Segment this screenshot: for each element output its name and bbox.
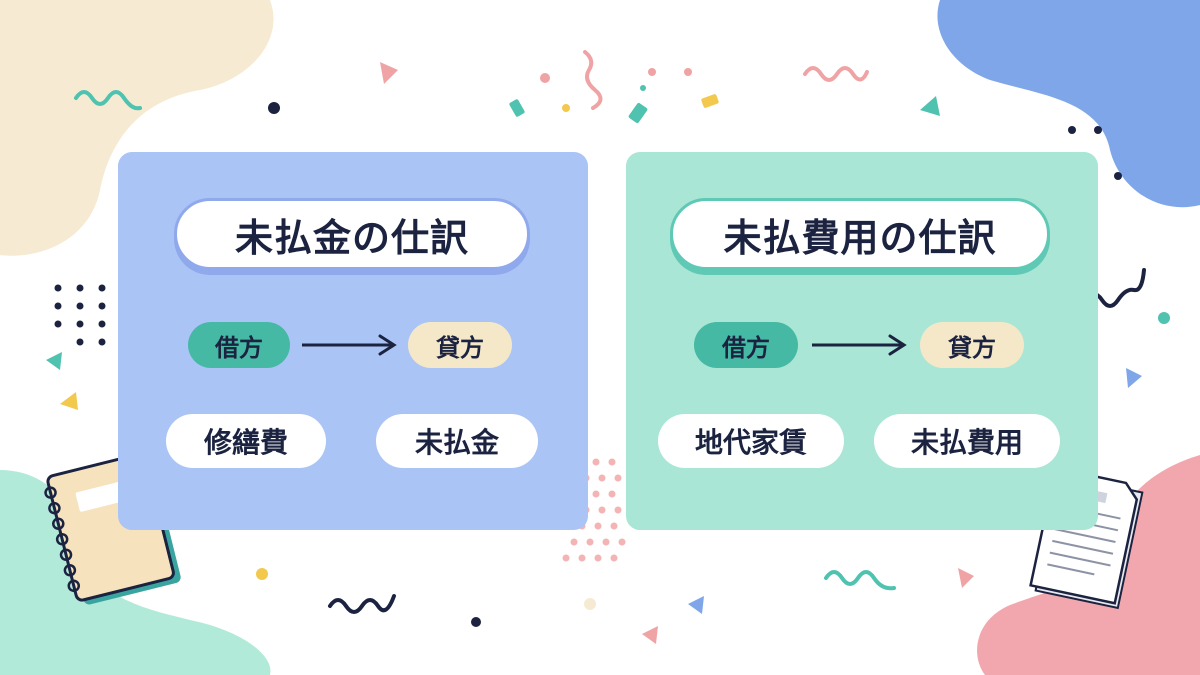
debit-label: 借方 — [694, 322, 798, 368]
dot — [1094, 126, 1102, 134]
triangle — [46, 352, 62, 370]
dot — [1068, 126, 1076, 134]
confetti — [509, 99, 525, 117]
arrow-right-icon — [812, 334, 907, 356]
credit-account: 未払金 — [376, 414, 538, 468]
squiggle — [74, 90, 142, 111]
dot — [684, 68, 692, 76]
triangle — [380, 62, 398, 84]
card-title: 未払金の仕訳 — [174, 198, 530, 270]
squiggle — [824, 570, 896, 591]
dot — [1158, 312, 1170, 324]
credit-label: 貸方 — [408, 322, 512, 368]
credit-account: 未払費用 — [874, 414, 1060, 468]
dot — [471, 617, 481, 627]
triangle — [1126, 368, 1142, 388]
squiggle — [328, 594, 396, 614]
dot — [562, 104, 570, 112]
debit-account: 修繕費 — [166, 414, 326, 468]
debit-label: 借方 — [188, 322, 290, 368]
dot — [648, 68, 656, 76]
debit-account: 地代家賃 — [658, 414, 844, 468]
triangle — [688, 596, 704, 614]
dot — [268, 102, 280, 114]
blob-top-right — [937, 0, 1200, 208]
dot-grid-left — [54, 284, 128, 346]
blob-top-left — [0, 0, 274, 256]
confetti — [701, 94, 719, 108]
triangle — [642, 626, 658, 644]
card-title: 未払費用の仕訳 — [670, 198, 1050, 270]
blob-bottom-right — [977, 455, 1200, 675]
journal-card-accrued-expense: 未払費用の仕訳 借方 貸方 地代家賃 未払費用 — [626, 152, 1098, 530]
confetti — [628, 102, 648, 124]
squiggle — [803, 66, 869, 82]
credit-label: 貸方 — [920, 322, 1024, 368]
squiggle — [583, 50, 603, 110]
triangle — [958, 568, 974, 588]
dot — [540, 73, 550, 83]
arrow-right-icon — [302, 334, 397, 356]
dot — [584, 598, 596, 610]
triangle — [920, 96, 940, 116]
dot — [640, 85, 646, 91]
journal-card-unpaid-amount: 未払金の仕訳 借方 貸方 修繕費 未払金 — [118, 152, 588, 530]
triangle — [60, 392, 78, 410]
dot — [1114, 172, 1122, 180]
dot — [256, 568, 268, 580]
